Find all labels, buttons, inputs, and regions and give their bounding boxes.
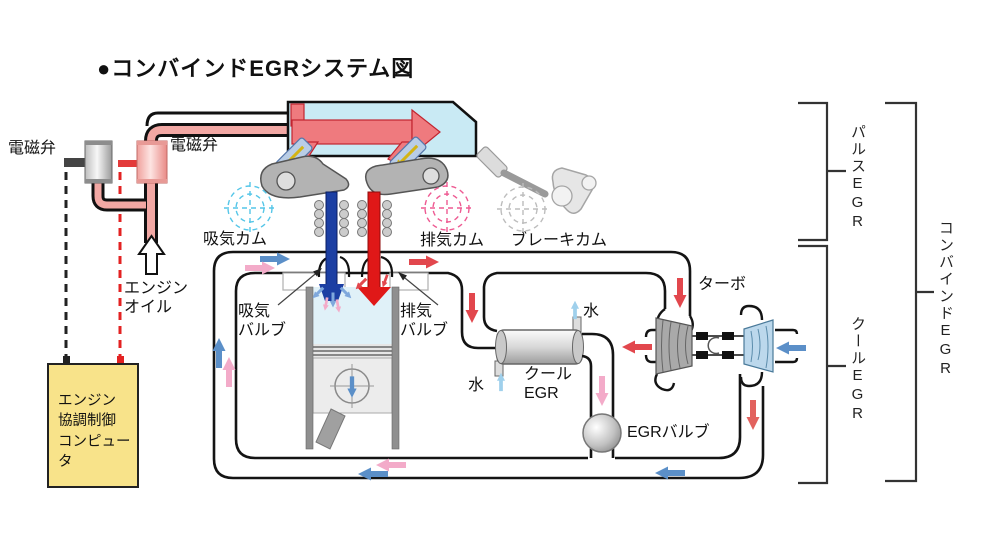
brake-cam-label: ブレーキカム: [511, 232, 608, 249]
water-top-label: 水: [583, 303, 600, 320]
intake-cam-label: 吸気カム: [203, 231, 268, 248]
exhaust-cam-label: 排気カム: [420, 232, 485, 249]
egr-valve-label: EGRバルブ: [627, 424, 710, 441]
turbocharger: [644, 304, 799, 392]
pulse-egr-bracket: [798, 101, 829, 242]
exhaust-valve-label: 排気 バルブ: [400, 303, 449, 339]
solenoid-right-label: 電磁弁: [170, 137, 219, 154]
turbo-label: ターボ: [698, 276, 747, 293]
water-bottom-label: 水: [468, 377, 485, 394]
circlip-icon: [707, 336, 720, 355]
compressor-wheel: [743, 319, 774, 373]
combined-egr-bracket: [885, 101, 918, 483]
connecting-rod: [315, 408, 346, 450]
cylinder-wall-right: [391, 286, 400, 450]
egr-valve-pipe: [581, 332, 615, 458]
pulse-egr-label: パルスEGR: [849, 124, 866, 232]
rocker-arm-intake: [260, 155, 350, 199]
solenoid-valve-left: [84, 140, 113, 184]
solenoid-valve-right: [136, 140, 168, 184]
engine-oil-label: エンジン オイル: [124, 280, 189, 316]
intake-valve-stem: [319, 191, 344, 301]
gas-pipes: [212, 250, 765, 480]
egr-cooler: [494, 316, 584, 377]
engine-cylinder: [282, 272, 429, 450]
group-brackets: [798, 101, 934, 485]
cylinder-wall-left: [305, 286, 314, 450]
intake-cam-circle: [224, 182, 276, 234]
ecu-label: エンジン 協調制御 コンピュータ: [58, 393, 131, 470]
turbine-wheel: [655, 317, 693, 375]
rocker-arm-exhaust: [364, 157, 449, 196]
engine-oil-arrow: [137, 234, 166, 275]
intake-valve-label: 吸気 バルブ: [238, 303, 287, 339]
cool-egr-cooler-label: クール EGR: [524, 366, 573, 402]
leader-lines: [277, 268, 439, 306]
brake-cam-circle: [497, 183, 549, 235]
combined-egr-label: コンバインドEGR: [937, 220, 954, 379]
brake-rocker-mechanism: [476, 146, 597, 214]
solenoid-left-label: 電磁弁: [8, 140, 57, 157]
exhaust-cam-circle: [421, 182, 473, 234]
cool-egr-label: クールEGR: [849, 316, 866, 424]
diagram-title: ●コンバインドEGRシステム図: [97, 56, 415, 81]
ecu-box: [47, 363, 139, 488]
exhaust-valve-stem: [357, 191, 391, 306]
valve-springs: [314, 200, 392, 237]
cool-egr-bracket: [798, 244, 829, 485]
egr-valve-ball: [582, 413, 622, 453]
